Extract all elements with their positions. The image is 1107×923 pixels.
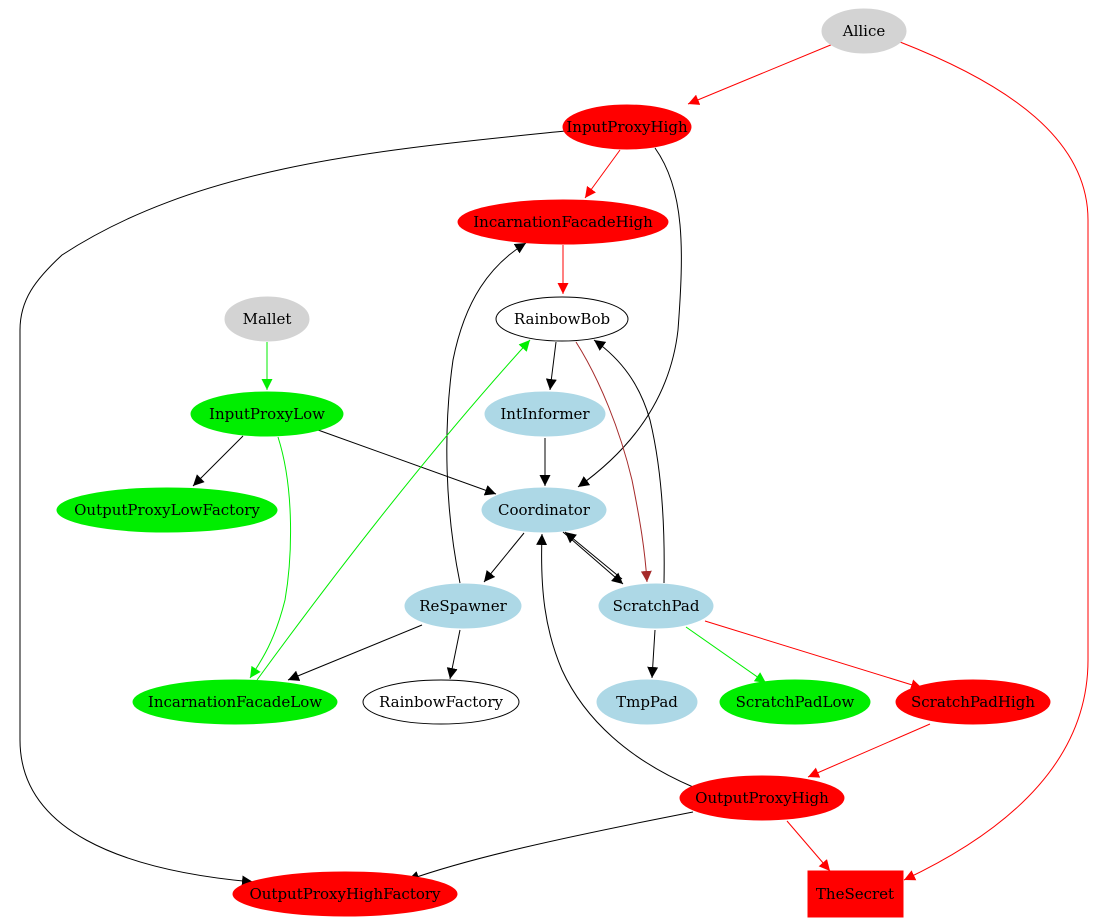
node-respawner: ReSpawner xyxy=(404,583,522,629)
edge-scratchpad-tmppad xyxy=(647,629,659,679)
node-outputproxylowfactory-shape xyxy=(56,487,278,533)
edge-respawner-incarnationfacadehigh xyxy=(446,242,527,584)
node-mallet: Mallet xyxy=(224,296,310,342)
node-outputproxyhigh-shape xyxy=(679,775,845,821)
node-incarnationfacadehigh-shape xyxy=(457,199,669,245)
node-intinformer-label: IntInformer xyxy=(500,405,590,423)
node-scratchpad-shape xyxy=(598,583,714,629)
node-rainbowbob: RainbowBob xyxy=(495,296,629,342)
edge-allice-inputproxyhigh xyxy=(687,43,834,105)
node-mallet-shape xyxy=(224,296,310,342)
node-inputproxylow-shape xyxy=(190,391,344,437)
node-incarnationfacadelow-shape xyxy=(132,679,338,725)
node-rainbowbob-label: RainbowBob xyxy=(514,310,610,328)
node-respawner-shape xyxy=(404,583,522,629)
node-outputproxyhigh-label: OutputProxyHigh xyxy=(695,789,829,807)
node-thesecret-label: TheSecret xyxy=(816,885,894,903)
edge-outputproxyhigh-thesecret xyxy=(786,820,831,872)
node-rainbowfactory-shape xyxy=(362,679,520,725)
node-tmppad-shape xyxy=(596,679,698,725)
edge-inputproxylow-incarnationfacadelow xyxy=(249,436,292,679)
node-allice-shape xyxy=(821,8,907,54)
node-outputproxyhighfactory: OutputProxyHighFactory xyxy=(232,871,458,917)
node-rainbowfactory: RainbowFactory xyxy=(362,679,520,725)
node-scratchpadhigh: ScratchPadHigh xyxy=(895,679,1051,725)
node-respawner-label: ReSpawner xyxy=(419,597,507,615)
node-scratchpadhigh-shape xyxy=(895,679,1051,725)
node-scratchpadlow-shape xyxy=(719,679,871,725)
edge-inputproxylow-coordinator xyxy=(317,429,497,496)
node-coordinator-label: Coordinator xyxy=(498,501,591,519)
edge-coordinator-respawner xyxy=(483,532,525,583)
node-outputproxyhigh: OutputProxyHigh xyxy=(679,775,845,821)
node-rainbowbob-shape xyxy=(495,296,629,342)
node-incarnationfacadelow: IncarnationFacadeLow xyxy=(132,679,338,725)
node-inputproxyhigh-shape xyxy=(562,104,692,150)
edge-outputproxyhigh-outputproxyhighfactory xyxy=(407,811,694,882)
node-outputproxylowfactory-label: OutputProxyLowFactory xyxy=(74,501,260,519)
edge-coordinator-scratchpad xyxy=(562,531,624,585)
edge-allice-thesecret xyxy=(899,41,1089,881)
node-incarnationfacadehigh-label: IncarnationFacadeHigh xyxy=(473,213,653,231)
node-intinformer: IntInformer xyxy=(484,391,606,437)
node-incarnationfacadelow-label: IncarnationFacadeLow xyxy=(148,693,322,711)
node-allice: Allice xyxy=(821,8,907,54)
edge-outputproxyhigh-coordinator xyxy=(536,533,694,788)
node-tmppad-label: TmpPad xyxy=(616,693,678,711)
node-coordinator: Coordinator xyxy=(481,487,607,533)
edge-scratchpadhigh-outputproxyhigh xyxy=(807,723,931,778)
node-outputproxyhighfactory-label: OutputProxyHighFactory xyxy=(249,885,441,903)
node-mallet-label: Mallet xyxy=(243,310,292,328)
node-intinformer-shape xyxy=(484,391,606,437)
node-tmppad: TmpPad xyxy=(596,679,698,725)
node-inputproxylow: InputProxyLow xyxy=(190,391,344,437)
node-scratchpad-label: ScratchPad xyxy=(613,597,700,615)
edge-inputproxyhigh-outputproxyhighfactory xyxy=(19,130,566,887)
node-thesecret-shape xyxy=(807,870,904,918)
edge-respawner-incarnationfacadelow xyxy=(287,624,423,681)
edge-rainbowbob-scratchpad xyxy=(575,341,652,583)
node-inputproxyhigh: InputProxyHigh xyxy=(562,104,692,150)
node-scratchpadlow: ScratchPadLow xyxy=(719,679,871,725)
node-incarnationfacadehigh: IncarnationFacadeHigh xyxy=(457,199,669,245)
edge-incarnationfacadelow-rainbowbob xyxy=(256,339,531,681)
node-inputproxylow-label: InputProxyLow xyxy=(209,405,325,423)
node-scratchpadlow-label: ScratchPadLow xyxy=(736,693,855,711)
edge-scratchpad-scratchpadlow xyxy=(685,626,767,684)
node-thesecret: TheSecret xyxy=(807,870,904,918)
node-scratchpadhigh-label: ScratchPadHigh xyxy=(911,693,1035,711)
node-outputproxyhighfactory-shape xyxy=(232,871,458,917)
node-outputproxylowfactory: OutputProxyLowFactory xyxy=(56,487,278,533)
node-rainbowfactory-label: RainbowFactory xyxy=(379,693,503,711)
node-allice-label: Allice xyxy=(842,22,886,40)
edge-inputproxyhigh-coordinator xyxy=(577,147,682,488)
edge-scratchpad-scratchpadhigh xyxy=(704,620,923,691)
edge-inputproxylow-outputproxylowfactory xyxy=(192,435,244,487)
node-inputproxyhigh-label: InputProxyHigh xyxy=(566,118,688,136)
node-coordinator-shape xyxy=(481,487,607,533)
edge-inputproxyhigh-incarnationfacadehigh xyxy=(584,149,621,199)
edge-rainbowbob-intinformer xyxy=(545,341,557,391)
node-scratchpad: ScratchPad xyxy=(598,583,714,629)
edge-scratchpad-rainbowbob xyxy=(593,339,665,584)
edge-respawner-rainbowfactory xyxy=(446,629,461,680)
edge-scratchpad-coordinator xyxy=(564,531,623,580)
